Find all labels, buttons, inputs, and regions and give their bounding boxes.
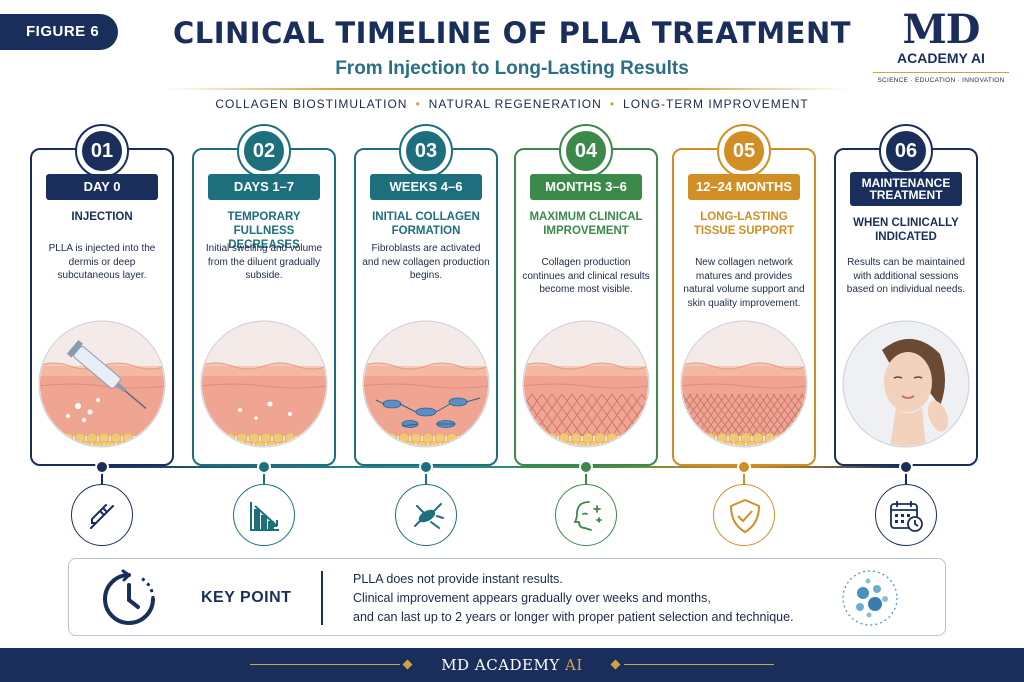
stage-heading: INJECTION <box>71 211 133 223</box>
stage-heading: TEMPORARY FULLNESS DECREASES <box>227 211 301 251</box>
syringe-icon <box>90 504 114 529</box>
footer-bar: MD ACADEMY AI <box>0 648 1024 682</box>
key-point-title: KEY POINT <box>201 589 292 606</box>
calendar-clock-icon <box>890 501 923 532</box>
timeline-stem <box>905 474 907 484</box>
stage-description: New collagen network matures and provide… <box>683 257 805 309</box>
academy-logo: MD ACADEMY AI SCIENCE · EDUCATION · INNO… <box>868 8 1014 84</box>
stage-label: DAYS 1–7 <box>208 174 320 200</box>
stage-icon-circle <box>555 484 617 546</box>
tagline: COLLAGEN BIOSTIMULATION • NATURAL REGENERA… <box>140 97 884 111</box>
key-point-box: KEY POINT PLLA does not provide instant … <box>68 558 946 636</box>
timeline-stem <box>263 474 265 484</box>
timeline-stem <box>585 474 587 484</box>
stage-description: Fibroblasts are activated and new collag… <box>362 243 490 281</box>
skin-cross-section-image <box>362 320 490 448</box>
clock-arrow-icon <box>103 569 155 625</box>
key-point-text: PLLA does not provide instant results. C… <box>353 570 794 627</box>
timeline-dot <box>899 460 913 474</box>
stage-icon-circle <box>875 484 937 546</box>
skin-cross-section-image <box>680 320 808 448</box>
page-subtitle: From Injection to Long-Lasting Results <box>335 58 689 79</box>
stage-label: MONTHS 3–6 <box>530 174 642 200</box>
bullet-dot: • <box>415 97 421 111</box>
woman-face-portrait <box>842 320 970 448</box>
title-divider <box>165 88 849 90</box>
tagline-item: COLLAGEN BIOSTIMULATION <box>215 97 408 111</box>
skin-cross-section-image <box>38 320 166 448</box>
stage-number: 03 <box>403 128 449 174</box>
timeline-stem <box>743 474 745 484</box>
stage-heading: INITIAL COLLAGEN FORMATION <box>372 211 480 237</box>
stage-heading: MAXIMUM CLINICAL IMPROVEMENT <box>529 211 643 237</box>
stage-icon-circle <box>71 484 133 546</box>
logo-tagline: SCIENCE · EDUCATION · INNOVATION <box>877 77 1005 84</box>
skin-cross-section-image <box>522 320 650 448</box>
page-title: CLINICAL TIMELINE OF PLLA TREATMENT <box>172 16 852 50</box>
footer-rule-right <box>624 664 774 665</box>
decreasing-chart-icon <box>250 502 279 531</box>
stage-heading: LONG-LASTING TISSUE SUPPORT <box>693 211 795 237</box>
footer-brand-ai: AI <box>565 656 583 674</box>
timeline-dot <box>737 460 751 474</box>
stage-number: 06 <box>883 128 929 174</box>
stage-icon-circle <box>233 484 295 546</box>
stage-icon-circle <box>713 484 775 546</box>
bullet-dot: • <box>609 97 616 111</box>
stage-label: 12–24 MONTHS <box>688 174 800 200</box>
stage-label: WEEKS 4–6 <box>370 174 482 200</box>
footer-rule-left <box>250 664 400 665</box>
stage-number: 01 <box>79 128 125 174</box>
timeline-dot <box>419 460 433 474</box>
stage-description: Collagen production continues and clinic… <box>522 257 650 295</box>
stage-number: 05 <box>721 128 767 174</box>
timeline-stem <box>425 474 427 484</box>
timeline-dot <box>257 460 271 474</box>
footer-brand: MD ACADEMY AI <box>0 656 1024 674</box>
shield-check-icon <box>730 499 760 533</box>
stage-label: DAY 0 <box>46 174 158 200</box>
timeline-dot <box>579 460 593 474</box>
stage-number: 04 <box>563 128 609 174</box>
stage-description: Results can be maintained with additiona… <box>846 257 966 295</box>
stage-description: Initial swelling and volume from the dil… <box>205 243 323 281</box>
logo-name: ACADEMY AI <box>897 50 985 66</box>
key-point-line: Clinical improvement appears gradually o… <box>353 591 711 605</box>
stage-description: PLLA is injected into the dermis or deep… <box>48 243 156 281</box>
logo-divider <box>873 72 1009 73</box>
timeline-stem <box>101 474 103 484</box>
face-sparkle-icon <box>573 501 602 531</box>
cells-icon <box>842 570 898 626</box>
stage-heading: WHEN CLINICALLY INDICATED <box>853 217 959 243</box>
tagline-item: NATURAL REGENERATION <box>428 97 602 111</box>
stage-icon-circle <box>395 484 457 546</box>
stage-number: 02 <box>241 128 287 174</box>
footer-brand-name: MD ACADEMY <box>441 656 560 674</box>
key-point-line: PLLA does not provide instant results. <box>353 572 563 586</box>
key-point-divider <box>321 571 323 625</box>
stage-label: MAINTENANCE TREATMENT <box>850 172 962 206</box>
timeline-dot <box>95 460 109 474</box>
figure-tag: FIGURE 6 <box>0 14 118 50</box>
logo-mark: MD <box>902 6 981 53</box>
key-point-line: and can last up to 2 years or longer wit… <box>353 610 794 624</box>
fibroblast-icon <box>414 503 444 529</box>
tagline-item: LONG-TERM IMPROVEMENT <box>623 97 809 111</box>
skin-cross-section-image <box>200 320 328 448</box>
timeline-line <box>100 466 910 468</box>
